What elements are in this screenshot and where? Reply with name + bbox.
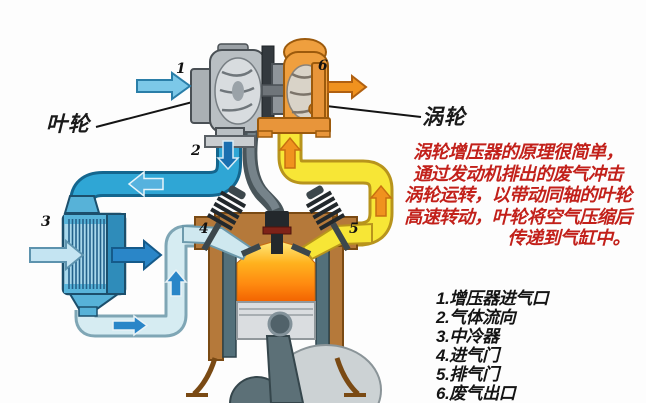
piston-pin	[267, 311, 293, 337]
intake-runner	[182, 224, 252, 261]
impeller-label: 叶轮	[46, 113, 90, 136]
spark-plug	[262, 211, 292, 254]
principle-description: 涡轮增压器的原理很简单， 通过发动机排出的废气冲击 涡轮运转，以带动同轴的叶轮 …	[390, 142, 646, 250]
marker-5: 5	[349, 221, 359, 237]
legend-item: 1.增压器进气口	[436, 289, 549, 308]
turbocharger	[190, 38, 331, 148]
cylinder-liner-right	[315, 250, 330, 358]
description-line: 涡轮运转，以带动同轴的叶轮	[404, 185, 632, 205]
marker-3: 3	[41, 214, 51, 230]
cooled-flow-up-arrow	[164, 268, 188, 297]
inlet-air-arrow	[136, 71, 192, 101]
description-line: 高速转动，叶轮将空气压缩后	[404, 206, 632, 227]
marker-6: 6	[318, 58, 328, 74]
description-line: 传递到气缸中。	[507, 228, 631, 248]
legend-item: 6.废气出口	[436, 384, 516, 403]
intercooler-out-arrow	[111, 238, 163, 272]
engine-cylinder	[182, 119, 382, 403]
legend-item: 2.气体流向	[436, 308, 516, 327]
marker-4: 4	[199, 221, 209, 237]
marker-2: 2	[191, 143, 201, 159]
flow-down-arrow	[216, 140, 240, 171]
marker-1: 1	[176, 61, 186, 77]
exhaust-up-arrow-right	[369, 184, 393, 217]
cooled-air-pipe	[74, 224, 203, 338]
cooled-flow-right-arrow	[112, 314, 149, 337]
description-line: 涡轮增压器的原理很简单，	[413, 142, 624, 162]
flow-left-arrow	[127, 170, 164, 198]
description-line: 通过发动机排出的废气冲击	[413, 163, 624, 184]
exhaust-valve	[305, 185, 351, 252]
exhaust-up-arrow-left	[278, 136, 302, 169]
turbine-label: 涡轮	[422, 106, 466, 129]
intake-valve	[201, 185, 247, 252]
cylinder-liner-left	[222, 250, 237, 358]
exhaust-out-arrow	[327, 73, 368, 101]
legend-item: 4.进气门	[436, 346, 499, 365]
compressor	[190, 43, 266, 148]
legend-item: 3.中冷器	[436, 327, 499, 346]
legend-item: 5.排气门	[436, 365, 499, 384]
turbine	[257, 38, 331, 138]
legend-list: 1.增压器进气口 2.气体流向 3.中冷器 4.进气门 5.排气门 6.废气出口	[436, 289, 549, 403]
intercooler-in-arrow	[29, 238, 85, 272]
